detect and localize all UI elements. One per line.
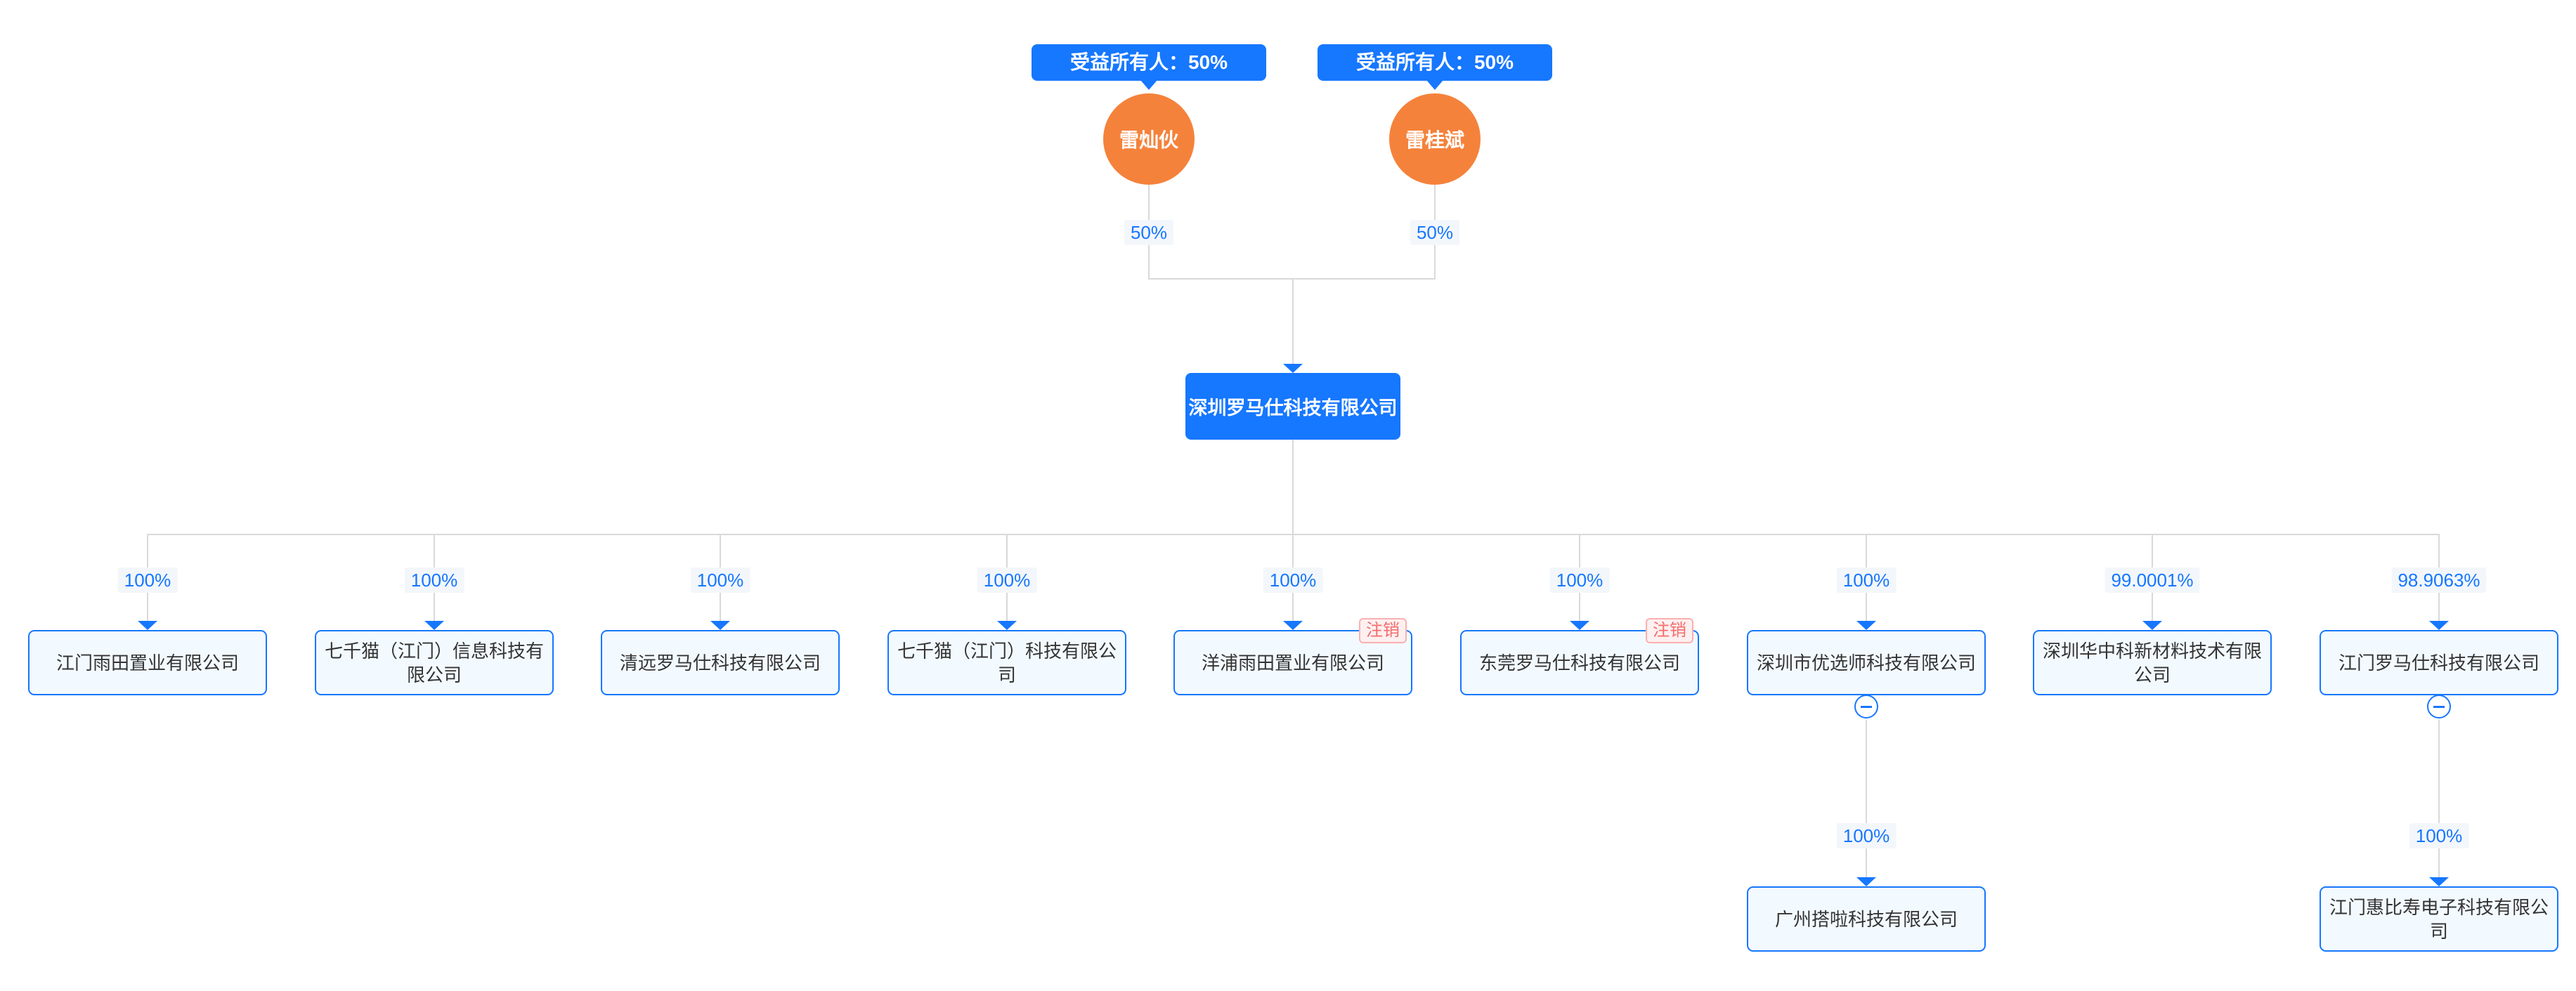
company-name: 洋浦雨田置业有限公司 [1201,652,1384,674]
share-label: 50% [1410,220,1460,245]
arrow-down-icon [1856,877,1876,886]
share-label: 98.9063% [2391,567,2487,593]
company-node[interactable]: 广州搭啦科技有限公司 [1747,886,1986,952]
share-label: 100% [690,567,750,593]
share-label: 100% [1836,823,1897,848]
company-name: 七千猫（江门）信息科技有限公司 [324,640,544,685]
share-label: 100% [2409,823,2469,848]
arrow-down-icon [1570,621,1589,630]
minus-icon [1861,705,1872,708]
share-label: 100% [1263,567,1323,593]
arrow-down-icon [1283,364,1303,373]
status-badge: 注销 [1646,618,1693,643]
company-name: 清远罗马仕科技有限公司 [619,652,821,674]
collapse-button[interactable] [2427,695,2451,718]
arrow-down-icon [710,621,730,630]
company-name: 江门惠比寿电子科技有限公司 [2329,896,2549,942]
status-badge: 注销 [1359,618,1407,643]
company-node[interactable]: 东莞罗马仕科技有限公司 注销 [1460,618,1699,695]
company-node[interactable]: 七千猫（江门）科技有限公司 [887,630,1126,695]
arrow-down-icon [997,621,1017,630]
arrow-down-icon [2429,877,2449,886]
beneficial-owner-badge: 受益所有人：50% [1032,44,1266,81]
company-name: 广州搭啦科技有限公司 [1774,908,1958,930]
share-label: 100% [977,567,1037,593]
share-label: 50% [1124,220,1174,245]
arrow-down-icon [1283,621,1303,630]
company-node[interactable]: 江门罗马仕科技有限公司 [2320,630,2558,718]
company-node[interactable]: 洋浦雨田置业有限公司 注销 [1173,618,1412,695]
connector-line [1292,440,1294,535]
share-label: 100% [1836,567,1897,593]
minus-icon [2433,705,2445,708]
company-name: 东莞罗马仕科技有限公司 [1478,652,1680,674]
badge-pointer-icon [1426,80,1443,90]
share-label: 100% [404,567,464,593]
company-name: 七千猫（江门）科技有限公司 [897,640,1117,685]
connector-line [2438,720,2440,878]
share-label: 100% [117,567,178,593]
badge-pointer-icon [1140,80,1157,90]
person-node[interactable]: 雷灿伙 [1103,93,1195,185]
company-node[interactable]: 深圳市优选师科技有限公司 [1747,630,1986,718]
person-node[interactable]: 雷桂斌 [1389,93,1481,185]
share-label: 99.0001% [2105,567,2200,593]
arrow-down-icon [2429,621,2449,630]
arrow-down-icon [424,621,444,630]
company-name: 江门罗马仕科技有限公司 [2338,652,2539,674]
company-node[interactable]: 七千猫（江门）信息科技有限公司 [315,630,554,695]
company-name: 深圳市优选师科技有限公司 [1756,652,1976,674]
connector-line [1292,278,1294,364]
company-node[interactable]: 江门雨田置业有限公司 [28,630,267,695]
company-name: 江门雨田置业有限公司 [56,652,239,674]
share-label: 100% [1549,567,1610,593]
connector-line [1148,278,1436,280]
company-name: 深圳华中科新材料技术有限公司 [2042,640,2262,685]
connector-line [1866,720,1867,878]
beneficial-owner-badge: 受益所有人：50% [1318,44,1552,81]
company-node[interactable]: 清远罗马仕科技有限公司 [601,630,840,695]
company-node[interactable]: 江门惠比寿电子科技有限公司 [2320,886,2558,952]
arrow-down-icon [2142,621,2162,630]
arrow-down-icon [1856,621,1876,630]
arrow-down-icon [138,621,157,630]
company-node[interactable]: 深圳华中科新材料技术有限公司 [2033,630,2272,695]
collapse-button[interactable] [1854,695,1878,718]
company-root-node[interactable]: 深圳罗马仕科技有限公司 [1185,373,1400,440]
